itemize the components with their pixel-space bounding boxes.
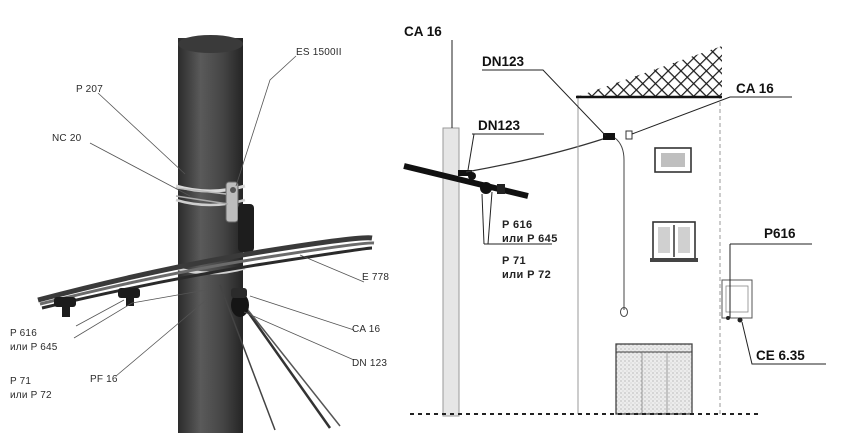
label-p616-right-2: или P 645 (502, 233, 558, 245)
label-nc20: NC 20 (52, 133, 82, 144)
service-drop-cable (465, 137, 607, 173)
label-e778: E 778 (362, 272, 389, 283)
wooden-pole (178, 38, 243, 433)
label-p616-house: P616 (764, 226, 796, 241)
right-leader-lines (451, 40, 826, 365)
house-window-upper (654, 147, 692, 173)
schematic-pole (442, 127, 460, 417)
schematic-crossarm (403, 163, 529, 199)
label-p616-left-2: или P 645 (10, 342, 58, 353)
house (577, 95, 721, 414)
left-leader-lines (73, 55, 365, 377)
pole-top (178, 35, 243, 53)
drop-cables (219, 284, 341, 431)
label-p616-right-1: P 616 (502, 219, 533, 231)
label-dn123-left: DN 123 (352, 358, 387, 369)
label-ce635: CE 6.35 (756, 348, 805, 363)
house-window-lower (650, 221, 698, 262)
right-schematic: CA 16 DN123 DN123 CA 16 P 616 или P 645 … (403, 24, 826, 417)
label-dn123-lower: DN123 (478, 118, 521, 133)
label-pf16: PF 16 (90, 374, 118, 385)
label-p71-left-2: или P 72 (10, 390, 52, 401)
label-p71-right-2: или P 72 (502, 269, 551, 281)
house-door (615, 343, 693, 415)
meter-box (721, 279, 753, 323)
label-p71-left-1: P 71 (10, 376, 31, 387)
suspension-clamp-mid (118, 288, 140, 306)
label-ca16-left: CA 16 (352, 324, 380, 335)
label-p616-left-1: P 616 (10, 328, 37, 339)
suspension-clamp-left (54, 297, 76, 317)
insulation-piercing-connector (231, 288, 249, 317)
label-es1500: ES 1500II (296, 47, 342, 58)
label-p71-right-1: P 71 (502, 255, 526, 267)
house-roof (576, 46, 722, 97)
upper-band (175, 184, 246, 193)
anchoring-clamp (225, 181, 254, 252)
left-pole-illustration: ES 1500II P 207 NC 20 E 778 P 616 или P … (10, 35, 389, 433)
label-ca16-right: CA 16 (736, 81, 774, 96)
label-dn123-upper: DN123 (482, 54, 525, 69)
label-ca16-top: CA 16 (404, 24, 442, 39)
label-p207: P 207 (76, 84, 103, 95)
main-bundle-cable (37, 235, 375, 310)
